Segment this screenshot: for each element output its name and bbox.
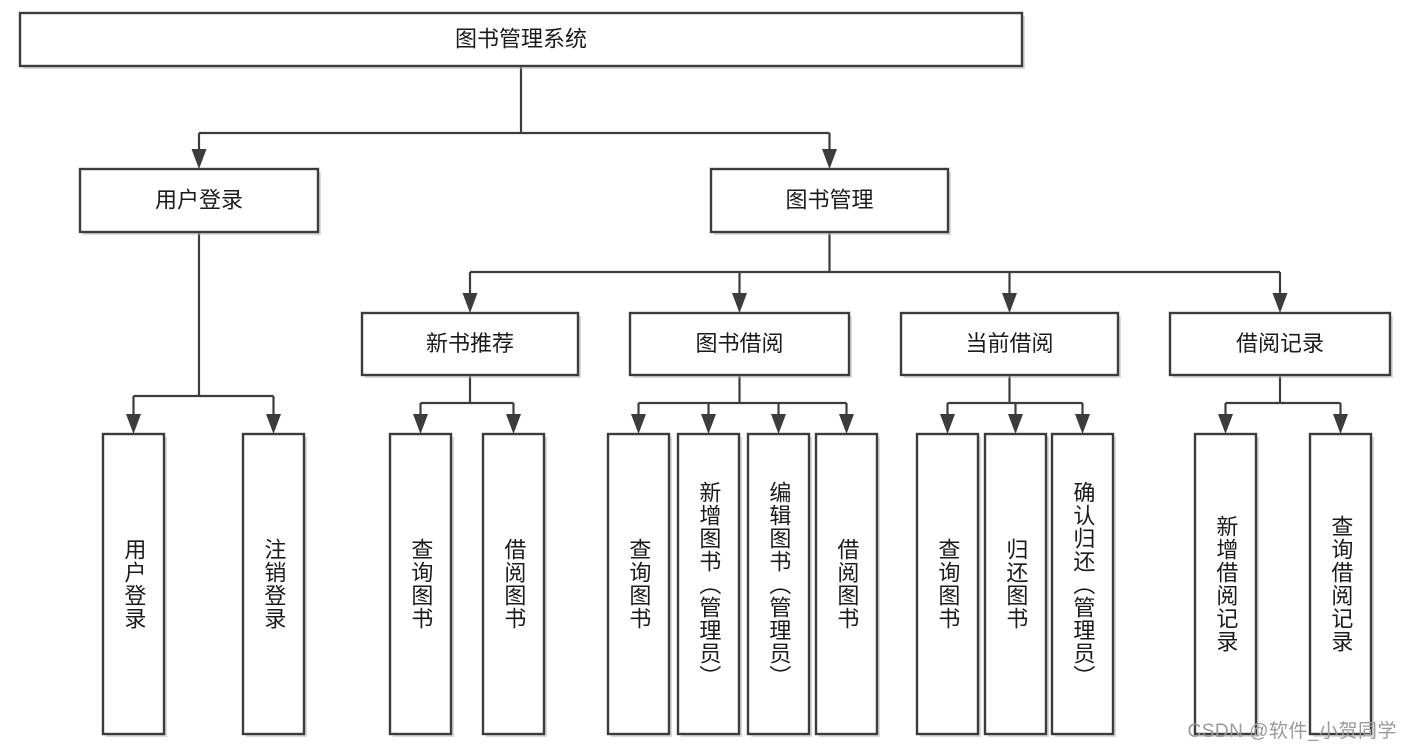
node-leaf-add-record[interactable] xyxy=(1193,432,1259,737)
node-leaf-confirm-return[interactable] xyxy=(1050,432,1116,737)
node-box-book-borrow[interactable] xyxy=(628,311,851,377)
boxes-layer xyxy=(18,11,1393,737)
node-box-leaf-add-book[interactable] xyxy=(676,432,741,736)
node-box-leaf-query-book-2[interactable] xyxy=(606,432,671,736)
node-label-current-borrow: 当前借阅 xyxy=(965,331,1053,356)
edge-record-to-leaves xyxy=(1218,375,1348,434)
node-borrow-record[interactable] xyxy=(1168,311,1393,378)
edge-currentborrow-to-leaves xyxy=(940,375,1090,434)
node-leaf-query-book-3[interactable] xyxy=(915,432,981,737)
node-leaf-return-book[interactable] xyxy=(983,432,1049,737)
node-book-borrow[interactable] xyxy=(628,311,852,378)
node-box-leaf-add-record[interactable] xyxy=(1193,432,1258,736)
node-label-book-borrow: 图书借阅 xyxy=(695,331,783,356)
node-leaf-borrow-book-2[interactable] xyxy=(814,432,880,737)
node-box-leaf-query-record[interactable] xyxy=(1308,432,1373,736)
node-box-book-manage[interactable] xyxy=(709,167,950,234)
node-box-leaf-edit-book[interactable] xyxy=(746,432,811,736)
node-label-borrow-record: 借阅记录 xyxy=(1236,331,1324,356)
node-box-borrow-record[interactable] xyxy=(1168,311,1392,377)
node-label-book-manage: 图书管理 xyxy=(785,187,873,212)
node-label-new-book-recommend: 新书推荐 xyxy=(426,331,514,356)
node-root[interactable] xyxy=(18,11,1025,69)
node-leaf-query-book-1[interactable] xyxy=(388,432,454,737)
node-book-manage[interactable] xyxy=(709,167,951,235)
node-leaf-add-book[interactable] xyxy=(676,432,742,737)
watermark-text: CSDN @软件_小贺同学 xyxy=(1187,721,1397,742)
node-box-leaf-borrow-book-1[interactable] xyxy=(481,432,546,736)
node-box-root[interactable] xyxy=(18,11,1024,68)
edge-newbook-to-leaves xyxy=(413,375,521,434)
edges-layer xyxy=(126,66,1348,434)
node-box-leaf-query-book-3[interactable] xyxy=(915,432,980,736)
edge-bookmanage-to-level3 xyxy=(462,232,1288,313)
node-box-leaf-user-logout[interactable] xyxy=(241,432,306,736)
node-leaf-user-login[interactable] xyxy=(101,432,167,737)
node-box-leaf-query-book-1[interactable] xyxy=(388,432,453,736)
node-user-login[interactable] xyxy=(78,167,321,235)
node-leaf-borrow-book-1[interactable] xyxy=(481,432,547,737)
node-leaf-user-logout[interactable] xyxy=(241,432,307,737)
node-box-leaf-borrow-book-2[interactable] xyxy=(814,432,879,736)
node-box-leaf-confirm-return[interactable] xyxy=(1050,432,1115,736)
node-leaf-query-book-2[interactable] xyxy=(606,432,672,737)
edge-bookborrow-to-leaves xyxy=(631,375,854,434)
node-box-leaf-user-login[interactable] xyxy=(101,432,166,736)
node-leaf-query-record[interactable] xyxy=(1308,432,1374,737)
node-box-new-book-recommend[interactable] xyxy=(360,311,580,377)
node-leaf-edit-book[interactable] xyxy=(746,432,812,737)
node-box-current-borrow[interactable] xyxy=(899,311,1120,377)
node-box-user-login[interactable] xyxy=(78,167,320,234)
node-new-book-recommend[interactable] xyxy=(360,311,581,378)
node-box-leaf-return-book[interactable] xyxy=(983,432,1048,736)
node-current-borrow[interactable] xyxy=(899,311,1121,378)
node-label-root: 图书管理系统 xyxy=(455,26,587,51)
edge-userlogin-to-leaves xyxy=(126,232,281,434)
edge-root-to-level2 xyxy=(191,66,837,169)
node-label-user-login: 用户登录 xyxy=(155,187,243,212)
